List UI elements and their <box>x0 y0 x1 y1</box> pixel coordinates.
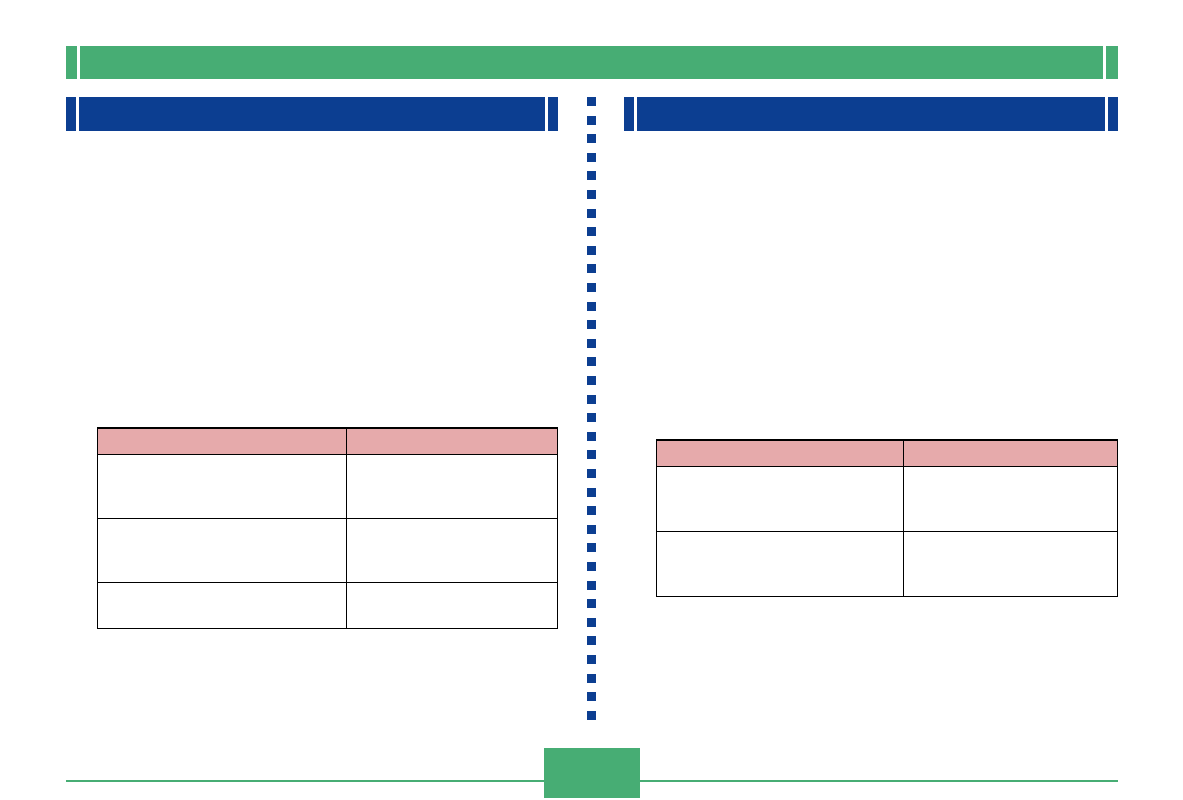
divider-dot <box>587 618 596 627</box>
divider-dot <box>587 525 596 534</box>
divider-dot <box>587 562 596 571</box>
divider-dot <box>587 153 596 162</box>
table-cell <box>97 581 347 629</box>
divider-dot <box>587 357 596 366</box>
table-row <box>656 465 1118 532</box>
right-section-heading <box>634 97 1108 131</box>
divider-dot <box>587 264 596 273</box>
divider-dot <box>587 395 596 404</box>
divider-dot <box>587 599 596 608</box>
divider-dot <box>587 283 596 292</box>
left-table-header-col1 <box>97 427 347 455</box>
divider-dot <box>587 488 596 497</box>
table-row <box>97 517 558 583</box>
divider-dot <box>587 413 596 422</box>
divider-dot <box>587 636 596 645</box>
table-row <box>97 453 558 519</box>
divider-dot <box>587 134 596 143</box>
table-row <box>97 581 558 629</box>
table-cell <box>656 530 904 597</box>
table-cell <box>346 453 558 519</box>
divider-dot <box>587 655 596 664</box>
divider-dot <box>587 711 596 720</box>
divider-dot <box>587 209 596 218</box>
divider-dot <box>587 376 596 385</box>
divider-dot <box>587 469 596 478</box>
divider-dot <box>587 320 596 329</box>
divider-dot <box>587 171 596 180</box>
divider-dot <box>587 543 596 552</box>
table-cell <box>903 530 1118 597</box>
divider-dot <box>587 302 596 311</box>
table-cell <box>656 465 904 532</box>
divider-dot <box>587 506 596 515</box>
right-table <box>656 439 1118 597</box>
left-section-heading <box>76 97 548 131</box>
divider-dot <box>587 339 596 348</box>
right-table-header-col2 <box>903 439 1118 467</box>
left-table <box>97 427 558 629</box>
divider-dot <box>587 674 596 683</box>
left-table-header-col2 <box>346 427 558 455</box>
divider-dot <box>587 581 596 590</box>
table-cell <box>346 517 558 583</box>
table-cell <box>346 581 558 629</box>
divider-dot <box>587 227 596 236</box>
table-row <box>656 530 1118 597</box>
divider-dot <box>587 116 596 125</box>
divider-dot <box>587 450 596 459</box>
divider-dot <box>587 432 596 441</box>
table-cell <box>903 465 1118 532</box>
right-table-header-col1 <box>656 439 904 467</box>
table-cell <box>97 453 347 519</box>
page-header-title <box>77 46 1106 79</box>
page-number-tab <box>544 748 640 800</box>
table-cell <box>97 517 347 583</box>
divider-dot <box>587 97 596 106</box>
divider-dot <box>587 190 596 199</box>
divider-dot <box>587 692 596 701</box>
divider-dot <box>587 246 596 255</box>
